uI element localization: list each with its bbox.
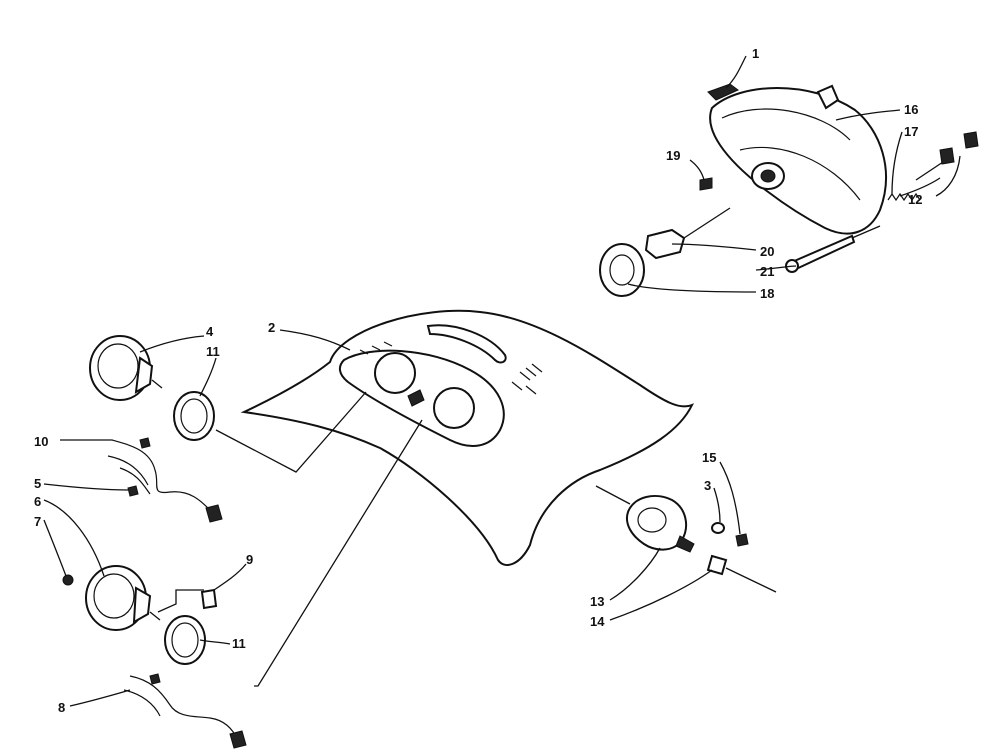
- adjuster-nut: [939, 147, 955, 165]
- screw-19: [699, 177, 713, 191]
- nut-7: [62, 574, 74, 586]
- callout-10: 10: [34, 434, 48, 449]
- callout-18: 18: [760, 286, 774, 301]
- headlight-bulb: [644, 228, 686, 260]
- adjust-spring: [887, 192, 921, 202]
- bezel-ring-upper: [173, 391, 215, 441]
- wiring-harness-upper: [111, 439, 213, 513]
- callout-7: 7: [34, 514, 41, 529]
- callout-21: 21: [760, 264, 774, 279]
- gauge-hole-right: [433, 387, 475, 429]
- screw-15: [735, 533, 749, 547]
- screw-21: [790, 234, 856, 272]
- callout-1: 1: [752, 46, 759, 61]
- retainer-ring: [599, 243, 645, 297]
- callout-2: 2: [268, 320, 275, 335]
- leader-lines: [43, 55, 961, 707]
- headlight-bracket: [707, 83, 739, 101]
- callout-5: 5: [34, 476, 41, 491]
- callout-16: 16: [904, 102, 918, 117]
- lamp-housing: [626, 495, 688, 551]
- speedometer-group: [89, 335, 367, 523]
- callout-11-lower: 11: [232, 636, 246, 651]
- washer-3: [711, 522, 725, 534]
- headlight-housing: [709, 87, 887, 235]
- callout-6: 6: [34, 494, 41, 509]
- hood-dash-panel: [240, 309, 695, 566]
- tachometer-group: [62, 419, 423, 749]
- callout-13: 13: [590, 594, 604, 609]
- callout-labels: 1 16 17 19 12 20 21 18 4 2 11 10 5 6 7 9…: [34, 46, 922, 715]
- callout-14: 14: [590, 614, 605, 629]
- callout-4: 4: [206, 324, 214, 339]
- callout-19: 19: [666, 148, 680, 163]
- hood-vent: [426, 324, 507, 364]
- callout-8: 8: [58, 700, 65, 715]
- headlight-assembly: [599, 83, 979, 297]
- callout-17: 17: [904, 124, 918, 139]
- callout-9: 9: [246, 552, 253, 567]
- callout-11-upper: 11: [206, 344, 220, 359]
- indicator-bulb: [200, 588, 218, 610]
- gauge-hole-left: [374, 352, 416, 394]
- callout-12: 12: [908, 192, 922, 207]
- callout-20: 20: [760, 244, 774, 259]
- wiring-harness-lower: [129, 675, 239, 741]
- tail-lamp-group: [595, 485, 777, 593]
- callout-15: 15: [702, 450, 716, 465]
- lamp-socket: [706, 554, 728, 576]
- bezel-ring-lower: [164, 615, 206, 665]
- callout-3: 3: [704, 478, 711, 493]
